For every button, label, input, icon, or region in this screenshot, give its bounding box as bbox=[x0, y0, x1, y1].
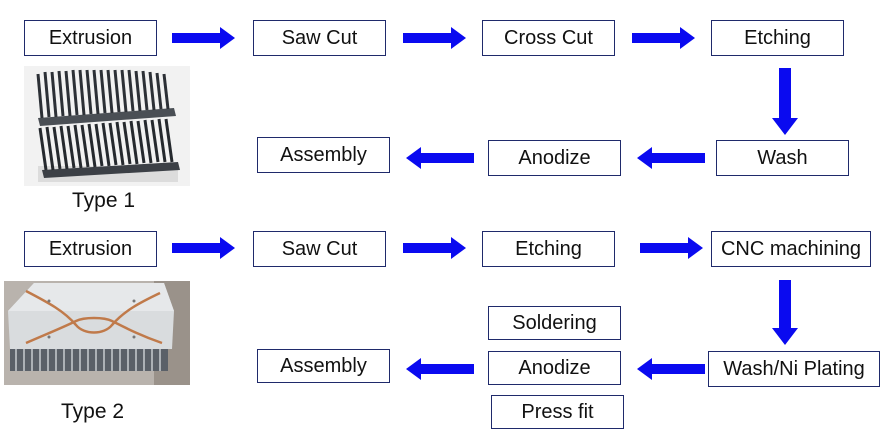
left-arrow-icon bbox=[406, 147, 474, 169]
step-box-cross-cut: Cross Cut bbox=[482, 20, 615, 56]
type1-heatsink-photo bbox=[24, 66, 190, 186]
step-box-etching: Etching bbox=[482, 231, 615, 267]
step-label: Wash bbox=[757, 146, 808, 169]
step-box-assembly: Assembly bbox=[257, 349, 390, 383]
step-label: Cross Cut bbox=[504, 26, 593, 49]
step-box-saw-cut: Saw Cut bbox=[253, 231, 386, 267]
step-label: Extrusion bbox=[48, 237, 133, 260]
step-box-cnc-machining: CNC machining bbox=[711, 231, 871, 267]
left-arrow-icon bbox=[637, 147, 705, 169]
down-arrow-icon bbox=[772, 280, 798, 345]
step-box-assembly: Assembly bbox=[257, 137, 390, 173]
step-label: Saw Cut bbox=[281, 26, 358, 49]
step-label: CNC machining bbox=[720, 237, 862, 260]
type2-caption: Type 2 bbox=[61, 400, 125, 423]
left-arrow-icon bbox=[406, 358, 474, 380]
right-arrow-icon bbox=[640, 237, 703, 259]
step-box-wash: Wash bbox=[716, 140, 849, 176]
step-box-saw-cut: Saw Cut bbox=[253, 20, 386, 56]
step-label: Assembly bbox=[280, 354, 367, 377]
step-box-press-fit: Press fit bbox=[491, 395, 624, 429]
step-label: Extrusion bbox=[48, 26, 133, 49]
step-label: Anodize bbox=[518, 146, 591, 169]
step-label: Saw Cut bbox=[281, 237, 358, 260]
step-box-wash-ni-plating: Wash/Ni Plating bbox=[708, 351, 880, 387]
step-label: Wash/Ni Plating bbox=[723, 357, 865, 380]
step-box-soldering: Soldering bbox=[488, 306, 621, 340]
step-label: Etching bbox=[515, 237, 582, 260]
step-box-extrusion: Extrusion bbox=[24, 20, 157, 56]
type1-caption: Type 1 bbox=[72, 189, 136, 212]
type2-coldplate-photo bbox=[4, 281, 190, 385]
right-arrow-icon bbox=[403, 27, 466, 49]
step-box-anodize: Anodize bbox=[488, 140, 621, 176]
step-label: Etching bbox=[744, 26, 811, 49]
right-arrow-icon bbox=[172, 27, 235, 49]
step-label: Press fit bbox=[521, 400, 594, 423]
down-arrow-icon bbox=[772, 68, 798, 135]
left-arrow-icon bbox=[637, 358, 705, 380]
step-label: Assembly bbox=[280, 143, 367, 166]
step-label: Anodize bbox=[518, 356, 591, 379]
step-box-anodize: Anodize bbox=[488, 351, 621, 385]
right-arrow-icon bbox=[172, 237, 235, 259]
right-arrow-icon bbox=[632, 27, 695, 49]
right-arrow-icon bbox=[403, 237, 466, 259]
step-box-etching: Etching bbox=[711, 20, 844, 56]
step-label: Soldering bbox=[512, 311, 597, 334]
step-box-extrusion: Extrusion bbox=[24, 231, 157, 267]
